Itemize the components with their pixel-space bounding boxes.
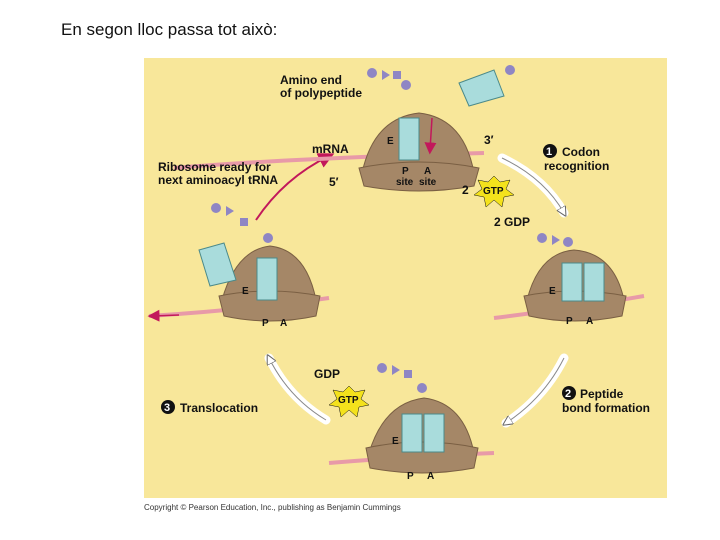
step-1-badge xyxy=(543,144,557,158)
label-e-left: E xyxy=(242,286,249,297)
ribosome-bottom xyxy=(328,363,495,474)
label-of-polypeptide: of polypeptide xyxy=(280,86,362,100)
step-2-number: 2 xyxy=(565,388,571,400)
step-3-number: 3 xyxy=(164,402,170,414)
gtp-star-bottom xyxy=(328,385,370,418)
step-3-badge xyxy=(161,400,175,414)
step-1-label-1: Codon xyxy=(562,145,600,159)
slide-title: En segon lloc passa tot això: xyxy=(61,20,278,39)
step-1-label-2: recognition xyxy=(544,159,609,173)
label-p-right: P xyxy=(566,316,573,327)
label-five-prime: 5′ xyxy=(329,175,339,189)
step-2-label-1: Peptide xyxy=(580,387,624,401)
ribosome-right xyxy=(493,233,645,322)
label-three-prime: 3′ xyxy=(484,133,494,147)
label-p-site-letter: P xyxy=(402,166,409,177)
arrow-right-to-bottom xyxy=(501,353,569,428)
label-p-left: P xyxy=(262,318,269,329)
label-p-site-word: site xyxy=(396,177,414,188)
label-e-top: E xyxy=(387,136,394,147)
label-a-right: A xyxy=(586,316,593,327)
step-3-label: Translocation xyxy=(180,401,258,415)
label-e-right: E xyxy=(549,286,556,297)
ribosome-top xyxy=(173,65,515,192)
label-a-bottom: A xyxy=(427,471,434,482)
label-a-site-word: site xyxy=(419,177,437,188)
label-gtp-count: 2 xyxy=(462,183,469,197)
label-mrna: mRNA xyxy=(312,142,349,156)
step-2-label-2: bond formation xyxy=(562,401,650,415)
gtp-star-right xyxy=(473,175,515,208)
label-a-left: A xyxy=(280,318,287,329)
label-gdp-bottom: GDP xyxy=(314,367,340,381)
copyright-notice: Copyright © Pearson Education, Inc., pub… xyxy=(144,503,401,512)
translation-diagram: Amino end of polypeptide mRNA 3′ 5′ Ribo… xyxy=(147,65,650,482)
label-p-bottom: P xyxy=(407,471,414,482)
label-ribosome-ready-1: Ribosome ready for xyxy=(158,160,271,174)
label-amino-end: Amino end xyxy=(280,73,342,87)
label-e-bottom: E xyxy=(392,436,399,447)
label-a-site-letter: A xyxy=(424,166,431,177)
label-gtp-right: GTP xyxy=(483,186,504,197)
step-1-number: 1 xyxy=(546,146,552,158)
peptide-chain-top xyxy=(367,65,515,90)
step-2-badge xyxy=(562,386,576,400)
label-2-gdp: 2 GDP xyxy=(494,215,530,229)
cycle-arrows xyxy=(255,153,569,428)
translation-cycle-figure: Amino end of polypeptide mRNA 3′ 5′ Ribo… xyxy=(144,58,667,498)
label-gtp-bottom: GTP xyxy=(338,395,359,406)
label-ribosome-ready-2: next aminoacyl tRNA xyxy=(158,173,278,187)
ribosome-left xyxy=(147,203,330,322)
